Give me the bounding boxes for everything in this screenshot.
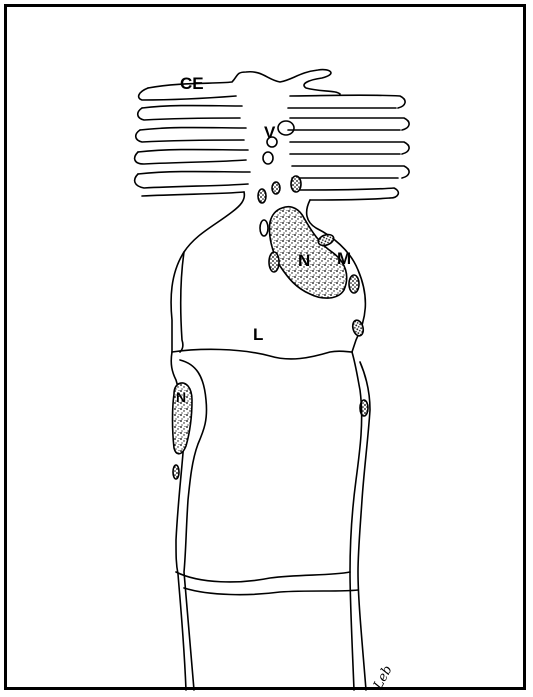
lumen-boundary-bottom [184,588,358,595]
label-n-lower: N [176,390,186,404]
label-v: V [264,124,275,141]
lumen-boundary-lower [176,572,350,582]
lumen-inner-left [180,252,184,352]
label-n-main: N [298,252,310,269]
label-ce: CE [180,75,204,92]
lumen-boundary-upper [172,349,352,359]
label-m: M [337,250,351,267]
label-l: L [253,326,263,343]
